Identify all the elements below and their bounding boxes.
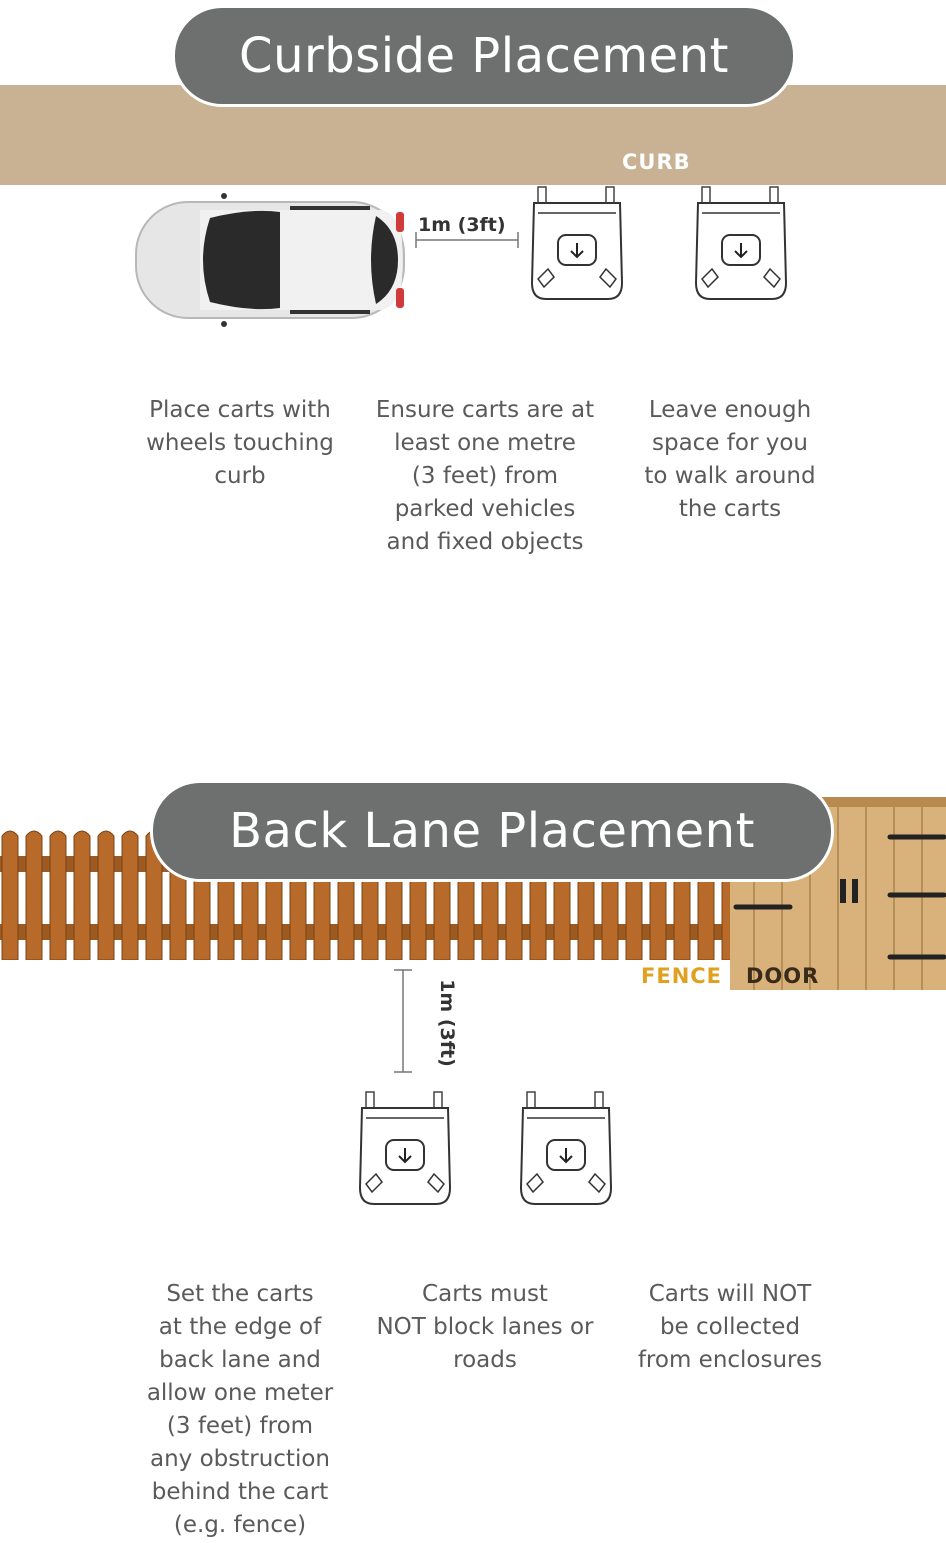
backlane-title-text: Back Lane Placement bbox=[229, 803, 755, 859]
curbside-description-1: Place carts with wheels touching curb bbox=[146, 397, 334, 489]
curbside-description-3: Leave enough space for you to walk aroun… bbox=[644, 397, 816, 522]
fence-picket bbox=[25, 830, 43, 960]
backlane-description-2: Carts must NOT block lanes or roads bbox=[376, 1281, 594, 1373]
backlane-description-3: Carts will NOT be collected from enclosu… bbox=[637, 1281, 823, 1373]
cart-icon bbox=[358, 1091, 452, 1205]
fence-picket bbox=[121, 830, 139, 960]
backlane-distance-label: 1m (3ft) bbox=[436, 979, 458, 1067]
door-label: DOOR bbox=[746, 964, 820, 988]
fence-picket bbox=[49, 830, 67, 960]
cart-icon bbox=[519, 1091, 613, 1205]
fence-label: FENCE bbox=[641, 964, 723, 988]
cart-icon bbox=[694, 186, 788, 300]
backlane-title: Back Lane Placement bbox=[150, 780, 834, 882]
backlane-description-1: Set the carts at the edge of back lane a… bbox=[146, 1281, 334, 1538]
fence-picket bbox=[1, 830, 19, 960]
curb-label: CURB bbox=[622, 150, 691, 174]
car-icon bbox=[135, 193, 405, 327]
cart-icon bbox=[530, 186, 624, 300]
backlane-distance-line bbox=[394, 969, 412, 1073]
curbside-title: Curbside Placement bbox=[172, 5, 796, 107]
fence-picket bbox=[97, 830, 115, 960]
fence-picket bbox=[73, 830, 91, 960]
curbside-description-2: Ensure carts are at least one metre (3 f… bbox=[375, 397, 595, 555]
curbside-distance-line bbox=[415, 232, 519, 248]
curbside-distance-label: 1m (3ft) bbox=[418, 214, 506, 236]
curbside-title-text: Curbside Placement bbox=[239, 28, 729, 84]
